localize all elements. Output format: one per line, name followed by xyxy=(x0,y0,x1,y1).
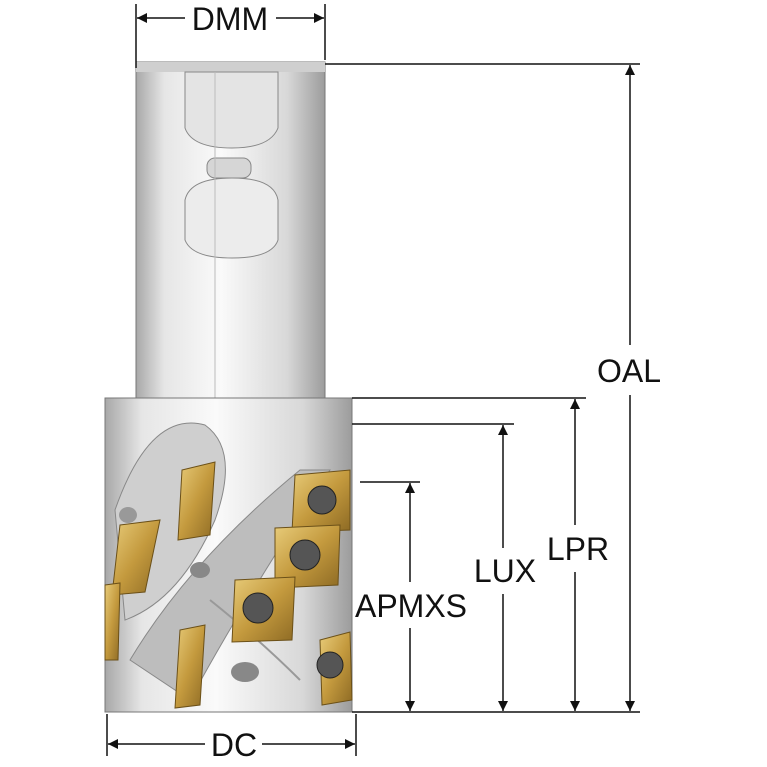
shank xyxy=(135,61,326,399)
extension-lines xyxy=(106,4,640,756)
lux-label: LUX xyxy=(474,553,536,589)
oal-label: OAL xyxy=(597,353,661,389)
inserts xyxy=(104,461,353,709)
dimension-lines xyxy=(108,13,635,749)
apmxs-label: APMXS xyxy=(355,588,467,624)
dc-label: DC xyxy=(211,727,257,763)
lpr-label: LPR xyxy=(547,531,609,567)
dmm-label: DMM xyxy=(192,1,268,37)
